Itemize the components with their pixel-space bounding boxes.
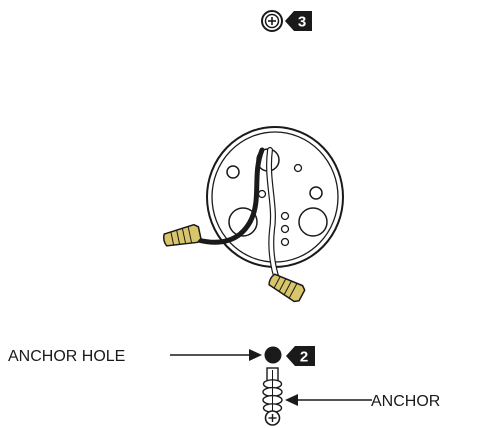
white-wire bbox=[266, 147, 279, 279]
junction-box-icon bbox=[206, 126, 344, 268]
anchor-hole-arrow bbox=[170, 349, 262, 361]
anchor-hole-label: ANCHOR HOLE bbox=[8, 348, 125, 365]
wall-anchor-icon bbox=[262, 367, 283, 426]
anchor-hole-icon bbox=[264, 346, 282, 364]
black-wire bbox=[195, 147, 265, 245]
step-number-3: 3 bbox=[298, 14, 306, 31]
step-badge-2: 2 bbox=[286, 346, 315, 366]
anchor-arrow bbox=[285, 394, 372, 406]
anchor-label: ANCHOR bbox=[371, 393, 440, 410]
step-badge-3: 3 bbox=[285, 11, 312, 31]
wire-nut-icon bbox=[162, 223, 202, 247]
wire-nut-icon bbox=[268, 273, 306, 303]
step-number-2: 2 bbox=[300, 349, 308, 366]
screw-icon bbox=[261, 10, 283, 32]
